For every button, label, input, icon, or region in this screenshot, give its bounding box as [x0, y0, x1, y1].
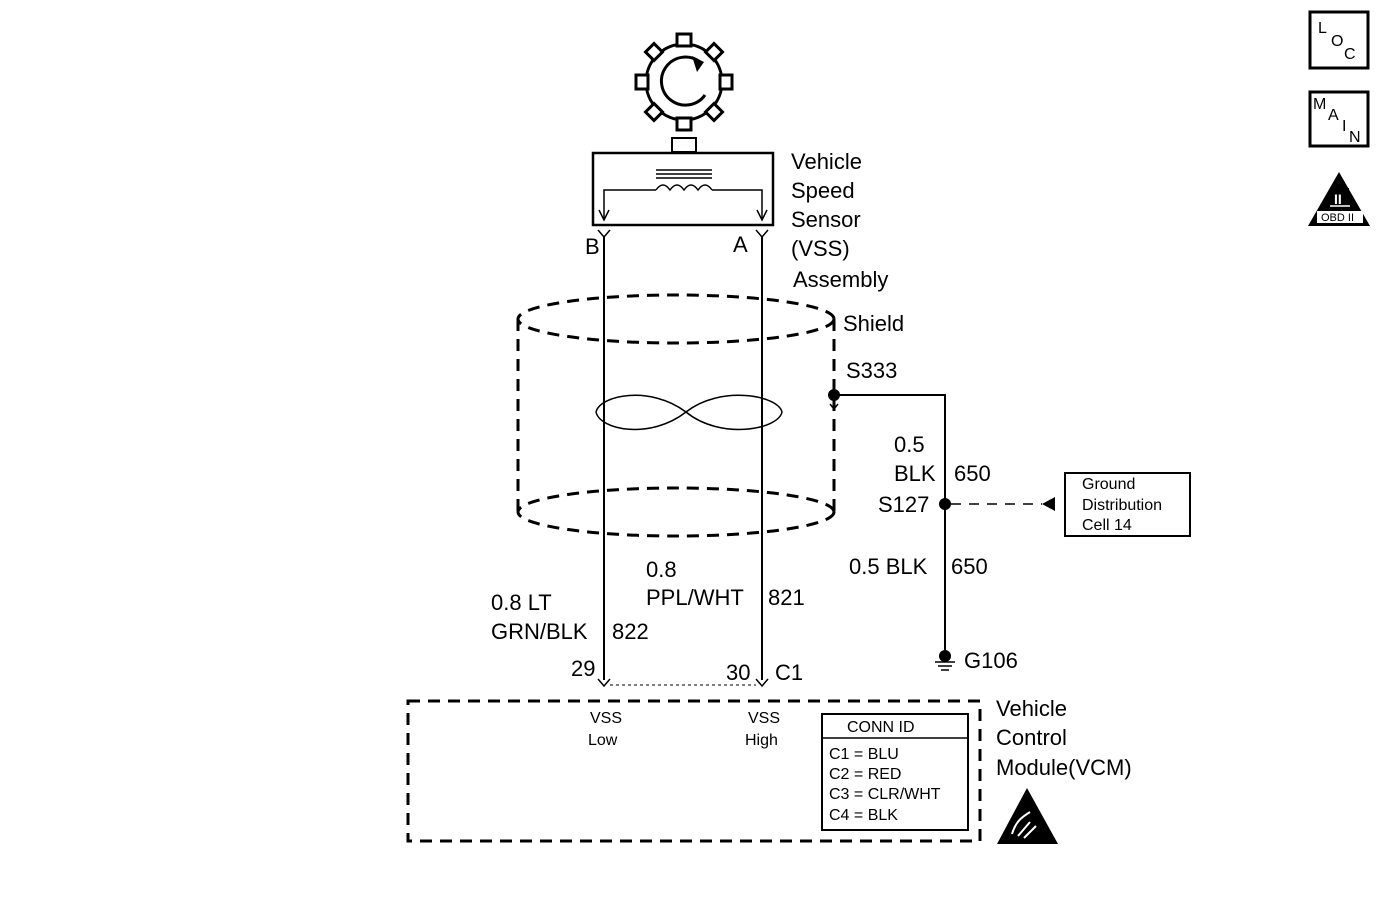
- sensor-pin-b-label: B: [585, 234, 600, 259]
- vcm-name-line: Module(VCM): [996, 755, 1132, 780]
- conn-id-row: C4 = BLK: [829, 807, 898, 824]
- wire-ground-upper-color: BLK: [894, 461, 936, 486]
- sensor-pin-a-label: A: [733, 232, 748, 257]
- sensor-name-line: Speed: [791, 178, 855, 203]
- conn-id-table: [821, 713, 969, 831]
- wire-ground-lower-size-color: 0.5 BLK: [849, 554, 928, 579]
- vss-low-label: Low: [588, 732, 618, 749]
- connector-terminal: [597, 678, 611, 688]
- wire-ground-lower-circuit: 650: [951, 554, 988, 579]
- main-letter: M: [1313, 96, 1326, 113]
- conn-id-row: C1 = BLU: [829, 746, 899, 763]
- vcm-name-line: Control: [996, 725, 1067, 750]
- ground-distribution-line: Cell 14: [1082, 517, 1132, 534]
- loc-letter: C: [1344, 46, 1356, 63]
- ground-symbol-icon: [935, 650, 955, 671]
- vcm-name: Vehicle Control Module(VCM): [996, 696, 1132, 780]
- vss-high-label: High: [745, 732, 778, 749]
- main-letter: N: [1349, 129, 1361, 146]
- sensor-name-line: (VSS): [791, 236, 850, 261]
- sensor-name-line: Assembly: [793, 267, 888, 292]
- vcm-name-line: Vehicle: [996, 696, 1067, 721]
- splice-s127-label: S127: [878, 492, 929, 517]
- vcm-box: [406, 699, 982, 843]
- shield-icon: [516, 293, 836, 538]
- reluctor-wheel-icon: [634, 32, 734, 153]
- connector-terminal: [755, 678, 769, 688]
- main-button[interactable]: M A I N: [1308, 90, 1370, 148]
- obd-ii-numeral: II: [1334, 191, 1342, 207]
- wire-ground-650: [834, 394, 946, 652]
- shield-drain-connector: [829, 403, 839, 411]
- shield-label: Shield: [843, 311, 904, 336]
- vss-low-label: VSS: [590, 710, 622, 727]
- conn-id-row: C3 = CLR/WHT: [829, 786, 941, 803]
- sensor-name-line: Vehicle: [791, 149, 862, 174]
- wire-low-circuit: 822: [612, 619, 649, 644]
- splice-s333-label: S333: [846, 358, 897, 383]
- connector-pin-29: 29: [571, 656, 595, 681]
- wire-high-circuit: 821: [768, 585, 805, 610]
- conn-id-row: C2 = RED: [829, 766, 901, 783]
- loc-letter: L: [1318, 20, 1327, 37]
- main-letter: A: [1328, 107, 1339, 124]
- ground-distribution-line: Ground: [1082, 476, 1135, 493]
- sensor-name-line: Sensor: [791, 207, 861, 232]
- splice-s127-dot: [939, 498, 951, 510]
- loc-letter: O: [1331, 33, 1343, 50]
- loc-button[interactable]: L O C: [1308, 10, 1370, 70]
- obd-ii-button[interactable]: II OBD II: [1308, 172, 1370, 226]
- conn-id-title: CONN ID: [847, 719, 915, 736]
- wire-low-size: 0.8 LT: [491, 590, 552, 615]
- sensor-name: Vehicle Speed Sensor (VSS) Assembly: [791, 149, 888, 292]
- ground-g106-label: G106: [964, 648, 1018, 673]
- connector-pin-30: 30: [726, 660, 750, 685]
- esd-warning-icon: [997, 788, 1058, 844]
- wire-high-size: 0.8: [646, 557, 677, 582]
- arrow-left-icon: [1042, 497, 1055, 511]
- ground-distribution-box: [1064, 472, 1191, 537]
- wire-low-color: GRN/BLK: [491, 619, 588, 644]
- ground-distribution-line: Distribution: [1082, 497, 1162, 514]
- wire-high-color: PPL/WHT: [646, 585, 744, 610]
- wire-ground-upper-circuit: 650: [954, 461, 991, 486]
- vss-sensor-body: [591, 151, 775, 239]
- vss-high-label: VSS: [748, 710, 780, 727]
- obd-ii-label: OBD II: [1321, 212, 1354, 224]
- main-letter: I: [1342, 118, 1346, 135]
- wire-ground-upper-size: 0.5: [894, 432, 925, 457]
- connector-c1-label: C1: [775, 660, 803, 685]
